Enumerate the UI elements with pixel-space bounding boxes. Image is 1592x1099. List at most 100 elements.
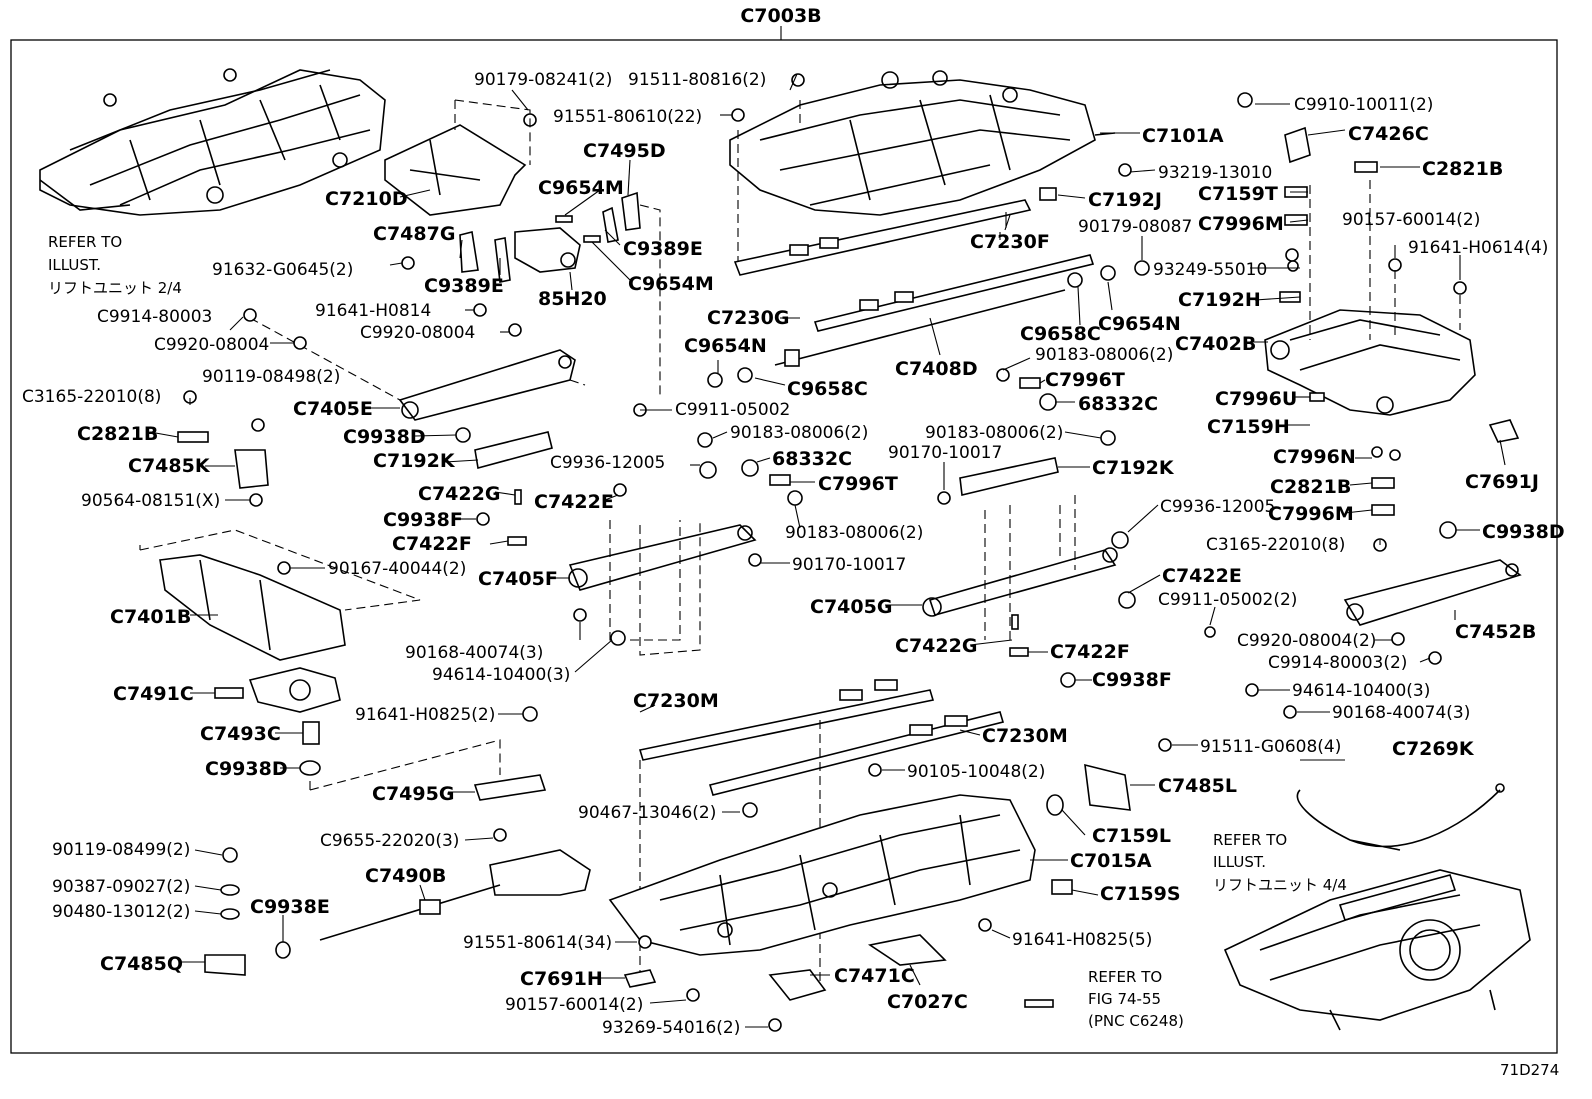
part-label: 91511-G0608(4): [1200, 737, 1341, 757]
part-label: 68332C: [1078, 393, 1158, 415]
part-label: 90183-08006(2): [1035, 345, 1173, 365]
part-label: C7422F: [392, 533, 472, 555]
main-assembly-label: C7003B: [740, 5, 821, 27]
part-label: C7192H: [1178, 289, 1261, 311]
part-label: 90170-10017: [888, 443, 1002, 463]
part-label: C9936-12005: [1160, 497, 1275, 517]
part-label: C7159L: [1092, 825, 1171, 847]
part-label: C7490B: [365, 865, 446, 887]
part-label: 90105-10048(2): [907, 762, 1045, 782]
part-label: C7485L: [1158, 775, 1237, 797]
part-label: C9910-10011(2): [1294, 95, 1433, 115]
part-label: C7230G: [707, 307, 789, 329]
part-label: C7405G: [810, 596, 892, 618]
part-label: C9911-05002: [675, 400, 790, 420]
part-label: C7408D: [895, 358, 978, 380]
refer-note-upper-left: ILLUST.: [48, 256, 101, 274]
part-label: C7210D: [325, 188, 408, 210]
part-label: C2821B: [1422, 158, 1503, 180]
part-label: C7422E: [534, 491, 614, 513]
leader-lines: [149, 73, 1506, 1028]
part-label: C7192K: [373, 450, 456, 472]
part-label: C7996M: [1268, 503, 1354, 525]
part-label: C7996T: [1045, 369, 1125, 391]
part-label: C7015A: [1070, 850, 1152, 872]
part-label: C9654N: [684, 335, 767, 357]
part-label: C9658C: [1020, 323, 1101, 345]
part-label: 94614-10400(3): [432, 665, 570, 685]
part-label: 90480-13012(2): [52, 902, 190, 922]
part-label: C7159H: [1207, 416, 1290, 438]
part-label: 93219-13010: [1158, 163, 1272, 183]
part-label: C7422E: [1162, 565, 1242, 587]
part-label: C7996N: [1273, 446, 1356, 468]
part-label: C7422F: [1050, 641, 1130, 663]
lift-frame-upper-left: [39, 68, 386, 216]
part-label: C7230M: [633, 690, 719, 712]
part-label: C3165-22010(8): [22, 387, 161, 407]
part-label: C9938D: [205, 758, 288, 780]
part-label: 90168-40074(3): [405, 643, 543, 663]
part-label: 90467-13046(2): [578, 803, 716, 823]
part-label: C9914-80003: [97, 307, 212, 327]
part-label: C7495D: [583, 140, 666, 162]
part-label: 91641-H0825(5): [1012, 930, 1152, 950]
part-label: C7159T: [1198, 183, 1278, 205]
part-label: 90183-08006(2): [925, 423, 1063, 443]
part-label: 90564-08151(X): [81, 491, 220, 511]
refer-note-upper-left: リフトユニット 2/4: [48, 279, 182, 297]
part-label: C9914-80003(2): [1268, 653, 1407, 673]
part-label: 90167-40044(2): [328, 559, 466, 579]
diagram-frame: [10, 39, 1558, 1054]
part-label: 91511-80816(2): [628, 70, 766, 90]
part-label: 94614-10400(3): [1292, 681, 1430, 701]
part-label: 91551-80610(22): [553, 107, 702, 127]
part-label: C7487G: [373, 223, 455, 245]
refer-note-lower-right: リフトユニット 4/4: [1213, 876, 1347, 894]
part-label: C7159S: [1100, 883, 1181, 905]
part-label: C9920-08004(2): [1237, 631, 1376, 651]
part-label: 85H20: [538, 288, 607, 310]
refer-note-fig: FIG 74-55: [1088, 990, 1161, 1008]
part-label: C7996M: [1198, 213, 1284, 235]
part-label: 90183-08006(2): [785, 523, 923, 543]
part-label: C7485K: [128, 455, 211, 477]
part-label: 68332C: [772, 448, 852, 470]
part-label: C7493C: [200, 723, 281, 745]
part-label: C9655-22020(3): [320, 831, 459, 851]
part-label: C7405E: [293, 398, 373, 420]
part-label: 90119-08498(2): [202, 367, 340, 387]
part-label: C7691H: [520, 968, 603, 990]
part-label: C7402B: [1175, 333, 1256, 355]
part-label: C7230F: [970, 231, 1050, 253]
part-label: C9389E: [623, 238, 703, 260]
part-label: C9911-05002(2): [1158, 590, 1297, 610]
part-label: C7485Q: [100, 953, 183, 975]
part-label: C9938F: [383, 509, 463, 531]
refer-note-lower-right: REFER TO: [1213, 831, 1287, 849]
part-label: C9938D: [1482, 521, 1565, 543]
part-label: C9389E: [424, 275, 504, 297]
refer-note-fig: (PNC C6248): [1088, 1012, 1184, 1030]
part-label: 93249-55010: [1153, 260, 1267, 280]
part-label: C7495G: [372, 783, 454, 805]
refer-note-upper-left: REFER TO: [48, 233, 122, 251]
figure-code: 71D274: [1500, 1061, 1559, 1079]
part-label: 93269-54016(2): [602, 1018, 740, 1038]
part-label: 90157-60014(2): [505, 995, 643, 1015]
part-label: C9654N: [1098, 313, 1181, 335]
part-label: 91551-80614(34): [463, 933, 612, 953]
part-label: C7027C: [887, 991, 968, 1013]
part-label: 90119-08499(2): [52, 840, 190, 860]
lift-unit-lower-right: [1223, 869, 1531, 1031]
part-label: 90179-08087: [1078, 217, 1192, 237]
part-label: C9938D: [343, 426, 426, 448]
part-label: C9658C: [787, 378, 868, 400]
refer-note-lower-right: ILLUST.: [1213, 853, 1266, 871]
part-label: 90170-10017: [792, 555, 906, 575]
part-label: C7452B: [1455, 621, 1536, 643]
part-label: C7491C: [113, 683, 194, 705]
part-label: C7101A: [1142, 125, 1224, 147]
part-label: C9920-08004: [154, 335, 269, 355]
part-label: C7691J: [1465, 471, 1539, 493]
